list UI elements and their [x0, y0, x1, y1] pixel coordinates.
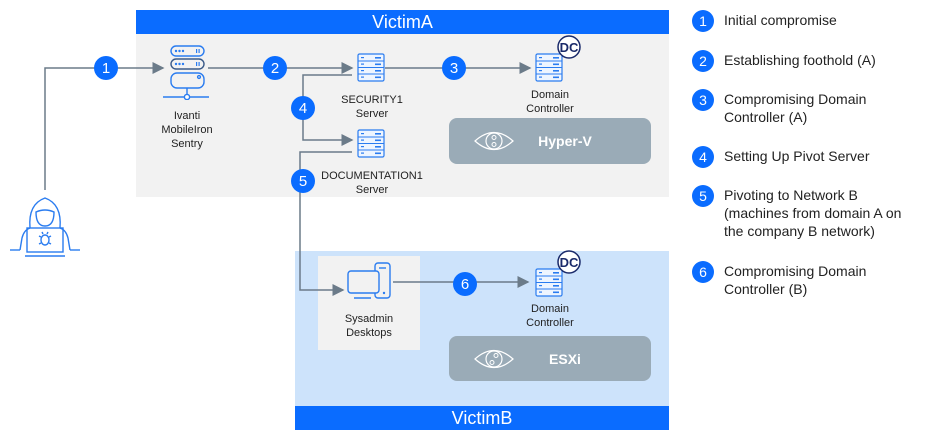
dc-a-server-icon: DC [535, 35, 581, 82]
line-step-1 [44, 62, 165, 190]
step-badge-2: 2 [263, 56, 287, 80]
dc-badge-text: DC [560, 255, 579, 270]
legend-item: 5 Pivoting to Network B(machines from do… [692, 185, 901, 240]
legend-badge: 5 [692, 185, 714, 207]
dc-b-label: Domain Controller [526, 303, 574, 329]
desktops-label: Sysadmin Desktops [344, 313, 394, 339]
dc-badge-icon [557, 35, 581, 59]
legend-item: 2 Establishing foothold (A) [692, 50, 876, 72]
step-badge-5: 5 [291, 169, 315, 193]
victim-b-title: VictimB [295, 406, 669, 430]
legend-badge: 4 [692, 146, 714, 168]
legend-badge: 3 [692, 89, 714, 111]
eye-icon [474, 349, 514, 368]
dc-badge-icon [557, 250, 581, 274]
line-step-5 [299, 151, 352, 296]
dc-a-label: Domain Controller [526, 89, 574, 115]
victim-a-title: VictimA [136, 10, 669, 34]
security1-server-icon [357, 53, 385, 82]
step-badge-3: 3 [442, 56, 466, 80]
step-badge-1: 1 [94, 56, 118, 80]
step-badge-6: 6 [453, 272, 477, 296]
legend-badge: 2 [692, 50, 714, 72]
legend-badge: 1 [692, 10, 714, 32]
victim-a-zone [136, 10, 669, 197]
step-badge-4: 4 [291, 96, 315, 120]
server-stack-icon [163, 45, 209, 100]
eye-icon [474, 131, 514, 151]
sentry-label: Ivanti MobileIron Sentry [161, 110, 213, 150]
hyperv-label: Hyper-V [538, 133, 592, 149]
dc-b-server-icon: DC [535, 250, 581, 297]
legend-badge: 6 [692, 261, 714, 283]
documentation1-label: DOCUMENTATION1 Server [321, 170, 423, 196]
esxi-label: ESXi [549, 350, 581, 367]
documentation1-server-icon [357, 129, 385, 158]
dc-badge-text: DC [560, 40, 579, 55]
hacker-icon [10, 197, 80, 257]
security1-label: SECURITY1 Server [341, 94, 403, 120]
legend-item: 1 Initial compromise [692, 10, 837, 32]
esxi-bar: ESXi [449, 336, 651, 381]
desktop-icon [347, 262, 391, 299]
legend-item: 4 Setting Up Pivot Server [692, 146, 870, 168]
hyperv-bar: Hyper-V [449, 118, 651, 164]
